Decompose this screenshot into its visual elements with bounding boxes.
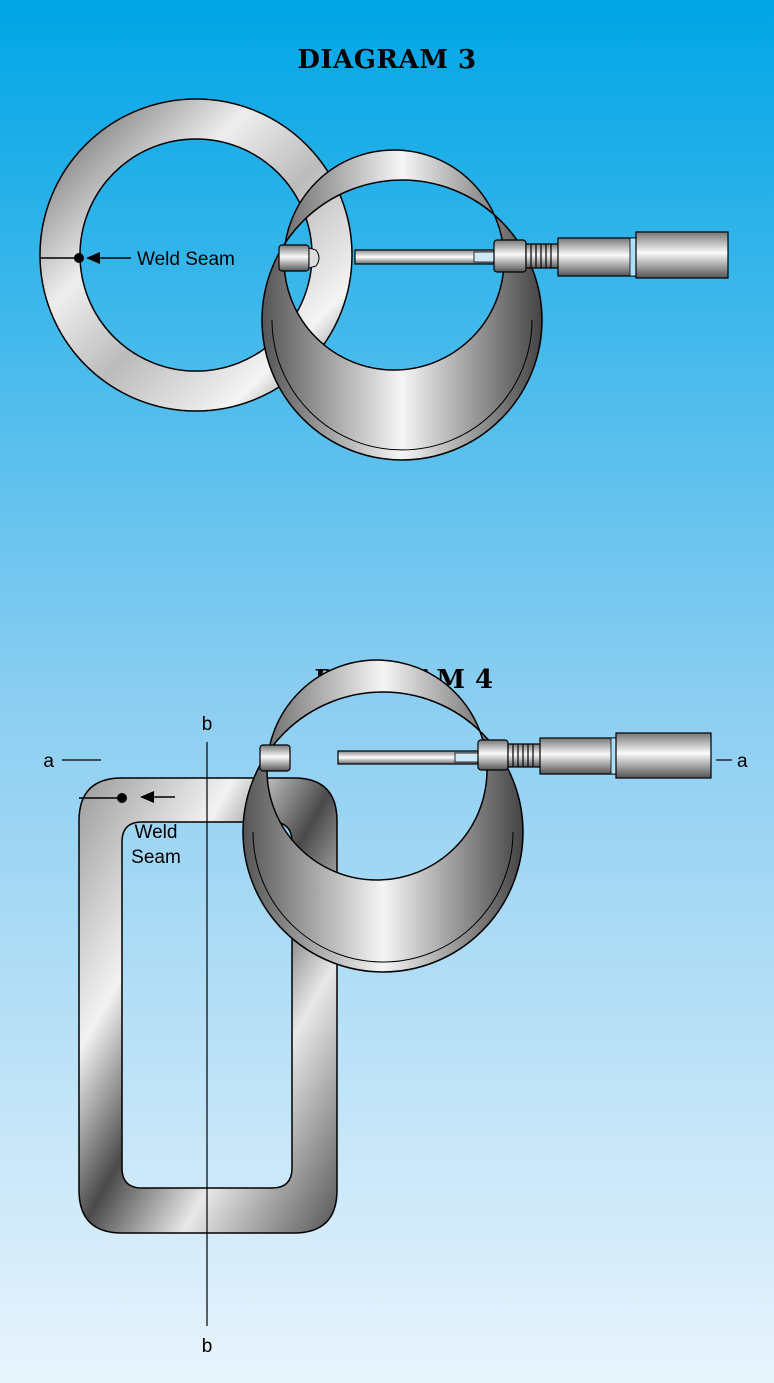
- rectangular-workpiece: [78, 777, 338, 1234]
- weld-seam-dot: [74, 253, 84, 263]
- ratchet: [615, 732, 712, 779]
- axis-a-label-left: a: [43, 751, 54, 772]
- thimble: [557, 237, 637, 277]
- sleeve-lock: [477, 739, 509, 771]
- sleeve-lock: [493, 239, 527, 273]
- ratchet: [635, 231, 729, 279]
- barrel: [525, 243, 561, 269]
- weld-seam-label-line1: Weld: [135, 822, 178, 843]
- axis-a-label-right: a: [737, 751, 748, 772]
- weld-seam-label: Weld Seam: [137, 249, 235, 270]
- anvil: [259, 744, 291, 772]
- thimble: [539, 737, 617, 775]
- diagram-3-title: DIAGRAM 3: [297, 45, 476, 75]
- weld-seam-dot: [117, 793, 127, 803]
- micrometer-3: [261, 149, 729, 461]
- micrometer-4: [242, 659, 712, 973]
- weld-seam-label-line2: Seam: [131, 847, 181, 868]
- anvil: [278, 244, 310, 272]
- axis-b-label-bottom: b: [202, 1336, 213, 1357]
- axis-b-label-top: b: [202, 714, 213, 735]
